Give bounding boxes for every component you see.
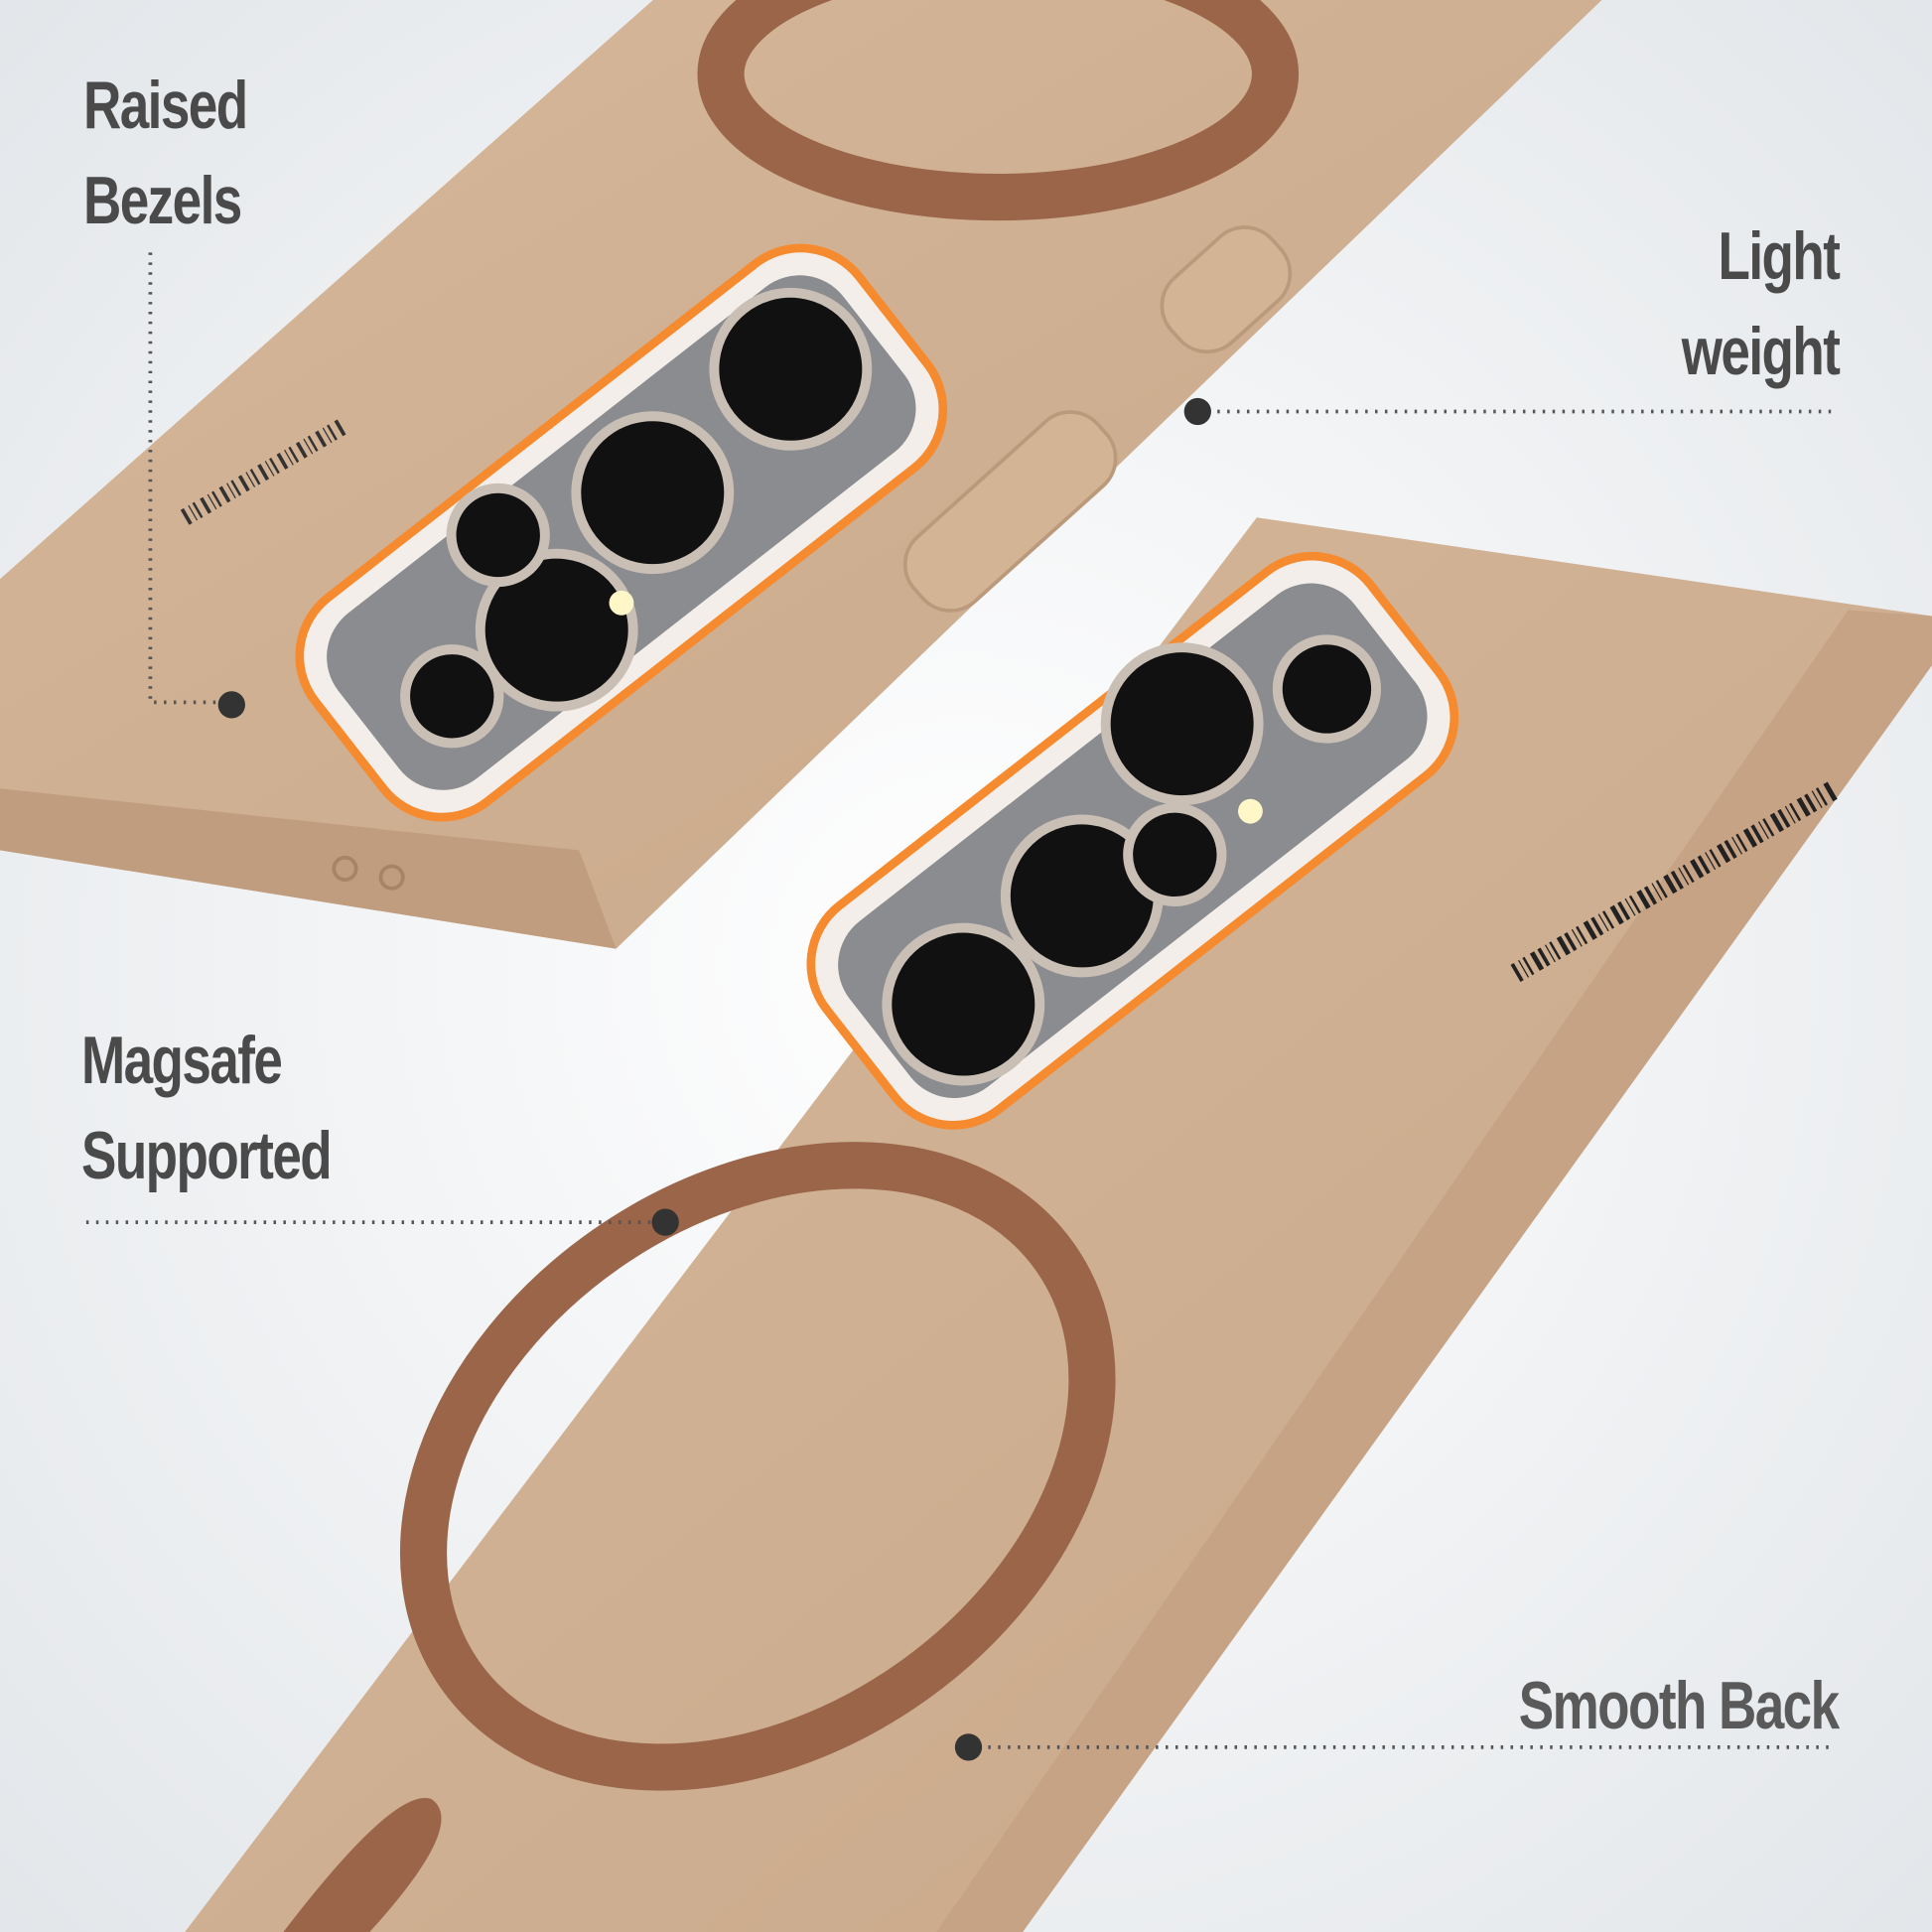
feature-label: Supported [81,1118,333,1193]
feature-magsafe: Magsafe Supported [81,1013,333,1203]
feature-light-weight: Light weight [1681,208,1840,399]
callout-dots [217,397,1211,1761]
feature-smooth-back: Smooth Back [1519,1658,1840,1753]
barcode-bottom [1510,779,1841,983]
magsafe-ring-bottom [399,1142,1116,1791]
camera-island-bottom [806,551,1459,1130]
magsafe-ring-top [697,0,1300,221]
volume-button [902,410,1118,613]
bottom-phone-case [185,517,1932,1932]
feature-label: Magsafe [81,1023,283,1098]
feature-label: Bezels [83,163,242,238]
feature-label: weight [1681,314,1840,389]
barcode-top [180,417,349,525]
feature-label: Raised [83,68,248,143]
callout-lines [85,252,1834,1749]
feature-raised-bezels: Raised Bezels [83,58,248,248]
side-button [1160,225,1293,354]
top-phone-case [0,0,1602,949]
feature-label: Smooth Back [1519,1668,1840,1743]
feature-label: Light [1718,218,1840,294]
camera-island-top [295,243,948,822]
